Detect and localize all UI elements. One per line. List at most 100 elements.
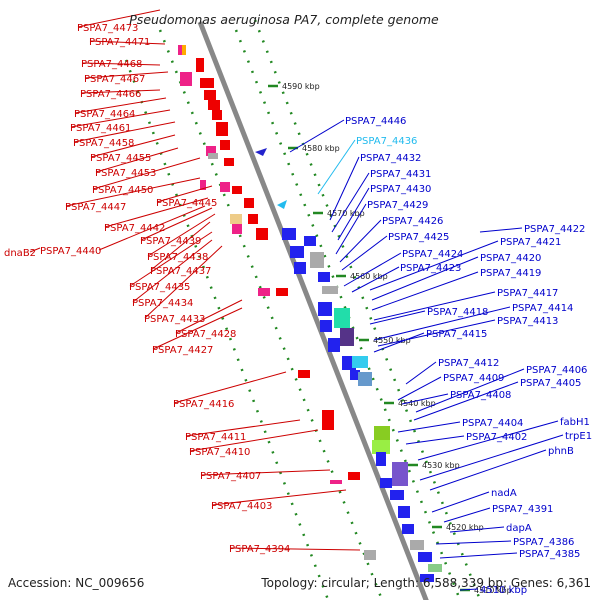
reverse-gene-leader bbox=[89, 40, 166, 45]
reverse-gene-label: PSPA7_4468 bbox=[81, 59, 142, 70]
forward-gene-leader bbox=[435, 540, 512, 545]
reverse-gene-block bbox=[196, 58, 204, 72]
gene-feature-layer bbox=[178, 45, 442, 582]
forward-gene-label: PSPA7_4446 bbox=[345, 116, 406, 127]
forward-gene-block bbox=[410, 540, 424, 550]
reverse-gene-leader bbox=[152, 307, 243, 350]
reverse-gene-block bbox=[180, 72, 192, 86]
forward-gene-leader bbox=[317, 139, 356, 195]
forward-gene-arrow bbox=[255, 148, 267, 156]
forward-gene-label: PSPA7_4402 bbox=[466, 432, 527, 443]
forward-gene-label: PSPA7_4386 bbox=[513, 537, 574, 548]
kbp-label: 4570 kbp bbox=[327, 209, 365, 218]
forward-gene-block bbox=[294, 262, 306, 274]
forward-gene-block bbox=[304, 236, 316, 246]
forward-gene-leader bbox=[337, 187, 370, 241]
kbp-label: 4510 kbp bbox=[474, 586, 512, 595]
forward-gene-leader bbox=[343, 252, 402, 287]
reverse-gene-leader bbox=[229, 547, 361, 551]
forward-gene-label: PSPA7_4426 bbox=[382, 216, 443, 227]
reverse-gene-leader bbox=[104, 197, 209, 228]
forward-gene-label: PSPA7_4429 bbox=[367, 200, 428, 211]
genome-summary-text: Topology: circular; Length: 6,588,339 bp… bbox=[260, 576, 591, 590]
forward-gene-block bbox=[318, 272, 330, 282]
reverse-gene-leader bbox=[73, 121, 176, 143]
reverse-gene-label: PSPA7_4407 bbox=[200, 471, 261, 482]
forward-gene-block bbox=[428, 564, 442, 572]
forward-gene-leader bbox=[479, 227, 523, 233]
reverse-gene-label: PSPA7_4473 bbox=[77, 23, 138, 34]
forward-gene-leader bbox=[413, 381, 519, 421]
forward-gene-leader bbox=[405, 435, 465, 445]
forward-gene-block bbox=[398, 506, 410, 518]
reverse-gene-leader bbox=[29, 247, 41, 253]
reverse-gene-leader bbox=[98, 205, 206, 251]
forward-gene-block bbox=[352, 356, 368, 368]
reverse-gene-label: PSPA7_4466 bbox=[80, 89, 141, 100]
forward-gene-label: PSPA7_4404 bbox=[462, 418, 523, 429]
reverse-gene-block bbox=[232, 186, 242, 194]
reverse-gene-label: PSPA7_4453 bbox=[95, 168, 156, 179]
forward-gene-leader bbox=[443, 507, 491, 523]
reverse-gene-label: PSPA7_4394 bbox=[229, 544, 290, 555]
forward-gene-block bbox=[372, 440, 390, 454]
forward-gene-label: trpE1 bbox=[565, 431, 592, 442]
reverse-gene-block bbox=[232, 224, 242, 234]
forward-gene-block bbox=[290, 246, 304, 258]
forward-gene-leader bbox=[417, 420, 559, 461]
reverse-gene-label: PSPA7_4438 bbox=[147, 252, 208, 263]
forward-gene-label: fabH1 bbox=[560, 417, 590, 428]
forward-gene-block bbox=[402, 524, 414, 534]
reverse-gene-leader bbox=[147, 213, 216, 257]
forward-gene-label: PSPA7_4419 bbox=[480, 268, 541, 279]
forward-gene-label: PSPA7_4431 bbox=[370, 169, 431, 180]
reverse-gene-leader bbox=[129, 231, 213, 287]
forward-gene-label: PSPA7_4423 bbox=[400, 263, 461, 274]
forward-gene-label: dapA bbox=[506, 523, 532, 534]
forward-gene-block bbox=[380, 478, 392, 488]
forward-gene-leader bbox=[431, 491, 490, 513]
reverse-gene-block bbox=[208, 153, 218, 159]
reverse-gene-leader bbox=[70, 109, 171, 128]
reverse-gene-label: PSPA7_4433 bbox=[144, 314, 205, 325]
reverse-gene-label: PSPA7_4461 bbox=[70, 123, 131, 134]
forward-gene-block bbox=[322, 286, 338, 294]
reverse-gene-block bbox=[206, 146, 216, 156]
reverse-gene-leader bbox=[95, 147, 179, 173]
forward-gene-label: PSPA7_4408 bbox=[450, 390, 511, 401]
forward-gene-arrow bbox=[277, 200, 287, 209]
forward-gene-label: PSPA7_4385 bbox=[519, 549, 580, 560]
forward-gene-label: PSPA7_4430 bbox=[370, 184, 431, 195]
forward-gene-label: PSPA7_4415 bbox=[426, 329, 487, 340]
reverse-gene-block bbox=[212, 110, 222, 120]
forward-gene-label: PSPA7_4425 bbox=[388, 232, 449, 243]
reverse-gene-block bbox=[330, 480, 342, 484]
reverse-gene-label: PSPA7_4427 bbox=[152, 345, 213, 356]
reverse-gene-block bbox=[200, 180, 206, 190]
forward-gene-leader bbox=[339, 219, 382, 263]
forward-gene-leader bbox=[373, 291, 496, 321]
reverse-gene-label: PSPA7_4437 bbox=[150, 266, 211, 277]
reverse-gene-leader bbox=[175, 299, 243, 334]
forward-gene-leader bbox=[401, 393, 449, 405]
forward-gene-leader bbox=[419, 434, 564, 481]
forward-gene-leader bbox=[351, 266, 400, 293]
reverse-gene-block bbox=[230, 214, 242, 224]
forward-gene-leader bbox=[373, 332, 425, 353]
reverse-gene-leader bbox=[77, 9, 161, 28]
reverse-gene-block bbox=[204, 90, 216, 100]
reverse-gene-label: PSPA7_4403 bbox=[211, 501, 272, 512]
reverse-gene-block bbox=[276, 288, 288, 296]
forward-gene-label: 4510 kbp bbox=[480, 585, 527, 596]
reverse-gene-leader bbox=[65, 177, 201, 207]
reverse-gene-leader bbox=[74, 97, 167, 114]
reverse-gene-block bbox=[298, 370, 310, 378]
forward-gene-leader bbox=[371, 256, 479, 301]
forward-gene-label: nadA bbox=[491, 488, 517, 499]
reverse-gene-block bbox=[256, 228, 268, 240]
reverse-gene-label: PSPA7_4447 bbox=[65, 202, 126, 213]
reverse-gene-label: PSPA7_4439 bbox=[140, 236, 201, 247]
forward-gene-block bbox=[334, 308, 350, 328]
kbp-label: 4590 kbp bbox=[282, 82, 320, 91]
forward-gene-block bbox=[392, 462, 408, 486]
